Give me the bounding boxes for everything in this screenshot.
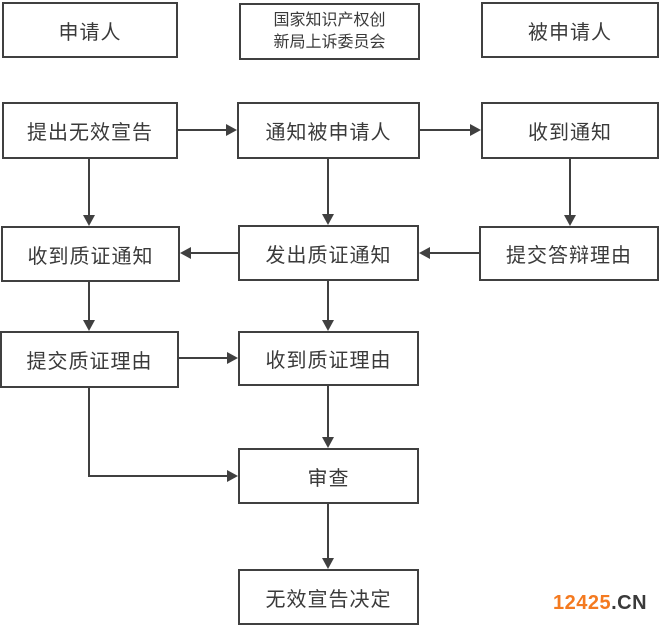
arrow-issue-cross-exam-notice-to-receive-cross-exam-notice-head	[180, 247, 191, 259]
node-respondent: 被申请人	[481, 2, 659, 58]
arrow-examination-to-invalidation-decision-head	[322, 558, 334, 569]
node-board-line2: 新局上诉委员会	[273, 33, 386, 51]
node-notify-respondent: 通知被申请人	[237, 102, 420, 159]
arrow-receive-cross-exam-reasons-to-examination-head	[322, 437, 334, 448]
arrow-notify-respondent-to-receive-notice-line	[420, 129, 470, 131]
node-receive-cross-exam-reasons: 收到质证理由	[238, 331, 419, 386]
arrow-issue-cross-exam-notice-to-receive-cross-exam-reasons-head	[322, 320, 334, 331]
arrow-examination-to-invalidation-decision-line	[327, 504, 329, 558]
node-file-invalidation: 提出无效宣告	[2, 102, 178, 159]
site-logo: 12425.CN	[553, 592, 647, 615]
site-logo-prefix: 12425	[553, 592, 612, 614]
arrow-receive-cross-exam-notice-to-submit-cross-exam-reasons-head	[83, 320, 95, 331]
node-submit-defense-reasons: 提交答辩理由	[479, 226, 659, 281]
arrow-file-invalidation-to-receive-cross-exam-notice-line	[88, 159, 90, 215]
arrow-receive-notice-to-submit-defense-reasons-head	[564, 215, 576, 226]
arrow-submit-cross-exam-reasons-to-receive-cross-exam-reasons-line	[179, 357, 227, 359]
arrow-notify-respondent-to-receive-notice-head	[470, 124, 481, 136]
node-receive-notice: 收到通知	[481, 102, 659, 159]
node-examination: 审查	[238, 448, 419, 504]
arrow-notify-respondent-to-issue-cross-exam-notice-head	[322, 214, 334, 225]
arrow-receive-notice-to-submit-defense-reasons-line	[569, 159, 571, 215]
arrow-issue-cross-exam-notice-to-receive-cross-exam-notice-line	[191, 252, 238, 254]
site-logo-suffix: .CN	[611, 592, 648, 614]
node-receive-cross-exam-notice: 收到质证通知	[1, 226, 180, 282]
node-invalidation-decision: 无效宣告决定	[238, 569, 419, 625]
arrow-submit-cross-exam-reasons-to-examination-vline	[88, 388, 90, 477]
node-applicant: 申请人	[2, 2, 178, 58]
node-board: 国家知识产权创 新局上诉委员会	[239, 3, 420, 60]
arrow-submit-cross-exam-reasons-to-examination-head	[227, 470, 238, 482]
arrow-file-invalidation-to-notify-respondent-head	[226, 124, 237, 136]
node-issue-cross-exam-notice: 发出质证通知	[238, 225, 419, 281]
node-board-line1: 国家知识产权创	[273, 11, 386, 29]
arrow-submit-cross-exam-reasons-to-receive-cross-exam-reasons-head	[227, 352, 238, 364]
arrow-receive-cross-exam-reasons-to-examination-line	[327, 386, 329, 437]
arrow-submit-defense-reasons-to-issue-cross-exam-notice-head	[419, 247, 430, 259]
arrow-file-invalidation-to-notify-respondent-line	[178, 129, 226, 131]
arrow-submit-defense-reasons-to-issue-cross-exam-notice-line	[430, 252, 479, 254]
arrow-receive-cross-exam-notice-to-submit-cross-exam-reasons-line	[88, 282, 90, 321]
arrow-notify-respondent-to-issue-cross-exam-notice-line	[327, 159, 329, 214]
node-submit-cross-exam-reasons: 提交质证理由	[0, 331, 179, 388]
arrow-submit-cross-exam-reasons-to-examination-hline	[88, 475, 227, 477]
arrow-issue-cross-exam-notice-to-receive-cross-exam-reasons-line	[327, 281, 329, 321]
arrow-file-invalidation-to-receive-cross-exam-notice-head	[83, 215, 95, 226]
